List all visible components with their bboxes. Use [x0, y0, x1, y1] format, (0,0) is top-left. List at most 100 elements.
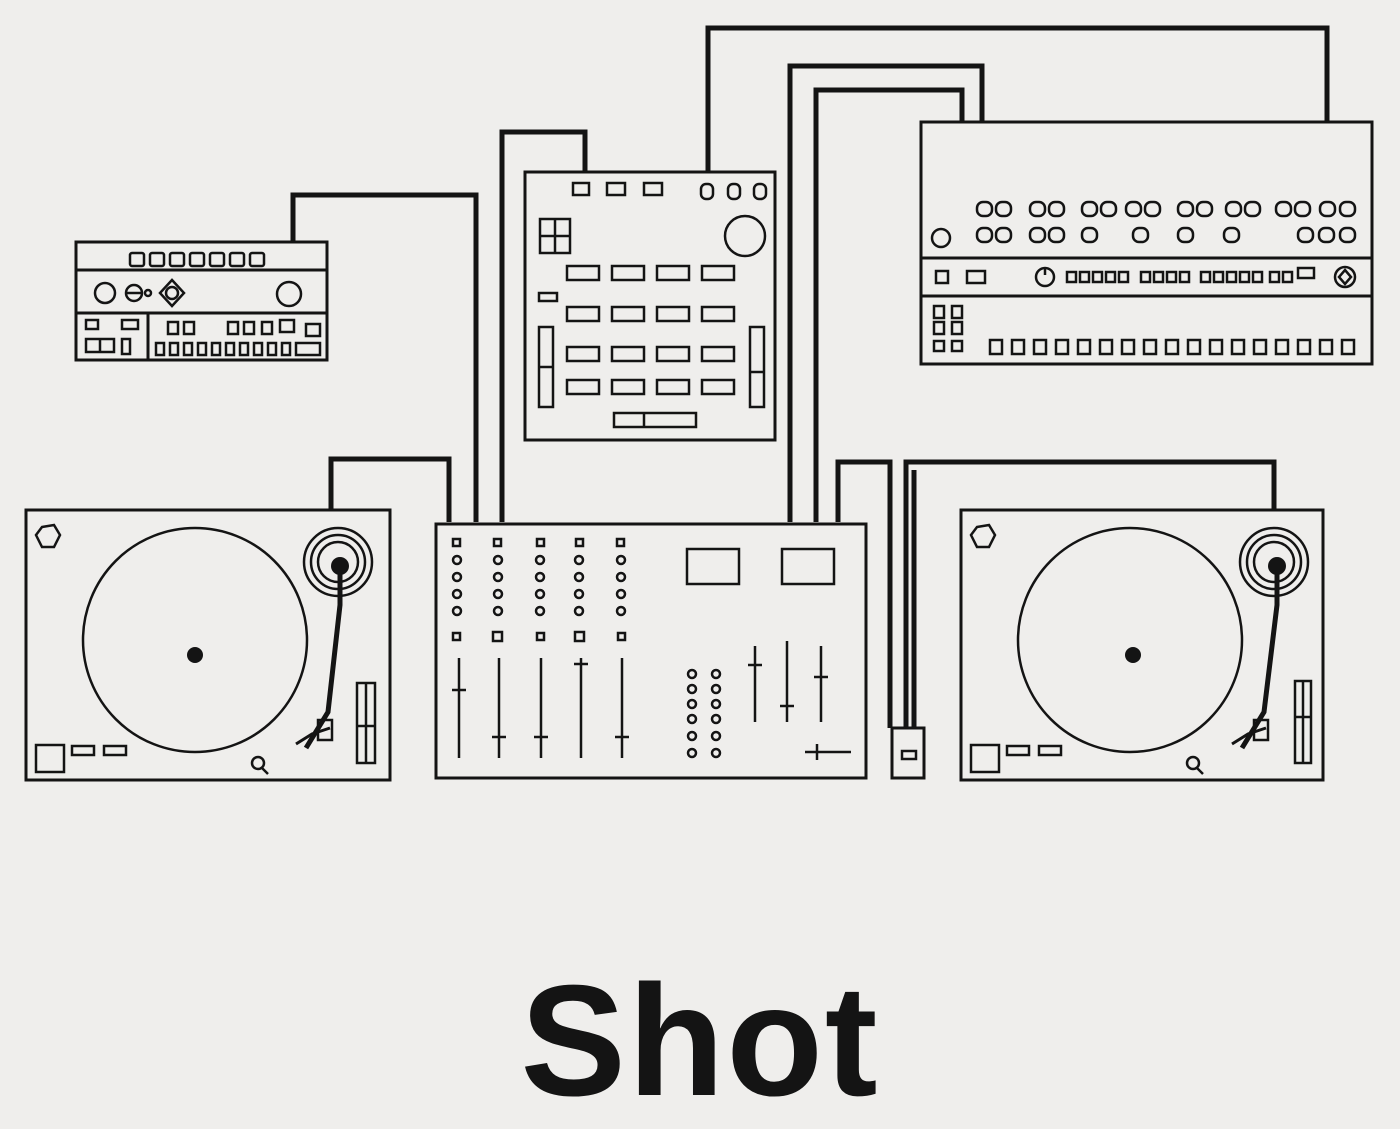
line-art-shape: [657, 347, 689, 361]
line-art-shape: [210, 253, 224, 266]
mixer-channel-3: [534, 539, 548, 758]
line-art-shape: [184, 343, 192, 355]
page-title: Shot: [520, 953, 880, 1129]
line-art-shape: [1119, 272, 1128, 282]
line-art-shape: [618, 633, 625, 640]
line-art-shape: [150, 253, 164, 266]
sampler-bottom-button: [614, 413, 696, 427]
sampler-sliders: [539, 327, 764, 407]
line-art-shape: [1144, 340, 1156, 354]
mixer-channel-4: [574, 539, 588, 758]
line-art-shape: [296, 728, 330, 744]
line-art-shape: [617, 607, 625, 615]
turntable-right-power-button: [971, 525, 995, 547]
line-art-shape: [617, 590, 625, 598]
line-art-shape: [160, 280, 184, 306]
line-art-shape: [1012, 340, 1024, 354]
line-art-shape: [453, 556, 461, 564]
line-art-shape: [932, 229, 950, 247]
line-art-shape: [1030, 202, 1045, 216]
line-art-shape: [1180, 272, 1189, 282]
line-art-shape: [575, 573, 583, 581]
cable-sampler-left: [502, 132, 585, 522]
line-art-shape: [1245, 202, 1260, 216]
sampler: [525, 172, 775, 440]
effects-buttons-top: [130, 253, 264, 266]
line-art-shape: [1106, 272, 1115, 282]
line-art-shape: [1339, 270, 1351, 284]
cable-right-turntable-a: [906, 462, 1274, 728]
line-art-shape: [657, 266, 689, 280]
line-art-shape: [493, 632, 502, 641]
line-art-shape: [453, 607, 461, 615]
line-art-shape: [688, 685, 696, 693]
line-art-shape: [712, 715, 720, 723]
line-art-shape: [567, 380, 599, 394]
line-art-shape: [1093, 272, 1102, 282]
crossfader-module: [892, 728, 924, 778]
line-art-shape: [688, 715, 696, 723]
line-art-shape: [537, 633, 544, 640]
line-art-shape: [453, 590, 461, 598]
mixer-crossfader: [805, 744, 851, 760]
line-art-shape: [967, 271, 985, 283]
drum-machine: [921, 122, 1372, 364]
line-art-shape: [1039, 746, 1061, 755]
line-art-shape: [1154, 272, 1163, 282]
turntable-left-platter: [83, 528, 307, 752]
line-art-shape: [934, 306, 944, 318]
equipment-line-drawing: [0, 0, 1400, 1069]
line-art-shape: [230, 253, 244, 266]
line-art-shape: [1166, 340, 1178, 354]
line-art-shape: [1226, 202, 1241, 216]
line-art-shape: [170, 343, 178, 355]
line-art-shape: [934, 322, 944, 334]
line-art-shape: [990, 340, 1002, 354]
line-art-shape: [26, 510, 390, 780]
turntable-left-spindle: [187, 647, 203, 663]
line-art-shape: [1100, 340, 1112, 354]
line-art-shape: [262, 768, 268, 774]
line-art-shape: [952, 322, 962, 334]
line-art-shape: [1007, 746, 1029, 755]
line-art-shape: [1178, 228, 1193, 242]
line-art-shape: [536, 573, 544, 581]
line-art-shape: [977, 228, 992, 242]
line-art-shape: [921, 122, 1372, 364]
line-art-shape: [612, 380, 644, 394]
mixer-channel-1: [452, 539, 466, 758]
line-art-shape: [1254, 720, 1268, 740]
line-art-shape: [536, 556, 544, 564]
line-art-shape: [453, 573, 461, 581]
line-art-shape: [712, 670, 720, 678]
mixer-channel-2: [492, 539, 506, 758]
line-art-shape: [575, 556, 583, 564]
line-art-shape: [436, 524, 866, 778]
line-art-shape: [1049, 202, 1064, 216]
line-art-shape: [657, 380, 689, 394]
line-art-shape: [1254, 542, 1294, 582]
line-art-shape: [1232, 728, 1266, 744]
line-art-shape: [494, 590, 502, 598]
line-art-shape: [977, 202, 992, 216]
cable-left-turntable: [331, 459, 449, 522]
line-art-shape: [536, 607, 544, 615]
line-art-shape: [1340, 202, 1355, 216]
line-art-shape: [1270, 272, 1279, 282]
cable-drum-machine-b: [816, 90, 962, 522]
line-art-shape: [282, 343, 290, 355]
line-art-shape: [453, 633, 460, 640]
line-art-shape: [1295, 202, 1310, 216]
line-art-shape: [198, 343, 206, 355]
line-art-shape: [536, 590, 544, 598]
turntable-left: [26, 510, 390, 780]
turntable-left-pitch-slider: [357, 683, 375, 763]
line-art-shape: [494, 607, 502, 615]
line-art-shape: [306, 324, 320, 336]
line-art-shape: [1133, 228, 1148, 242]
line-art-shape: [1067, 272, 1076, 282]
line-art-shape: [902, 751, 916, 759]
line-art-shape: [95, 283, 115, 303]
line-art-shape: [453, 539, 460, 546]
line-art-shape: [612, 347, 644, 361]
